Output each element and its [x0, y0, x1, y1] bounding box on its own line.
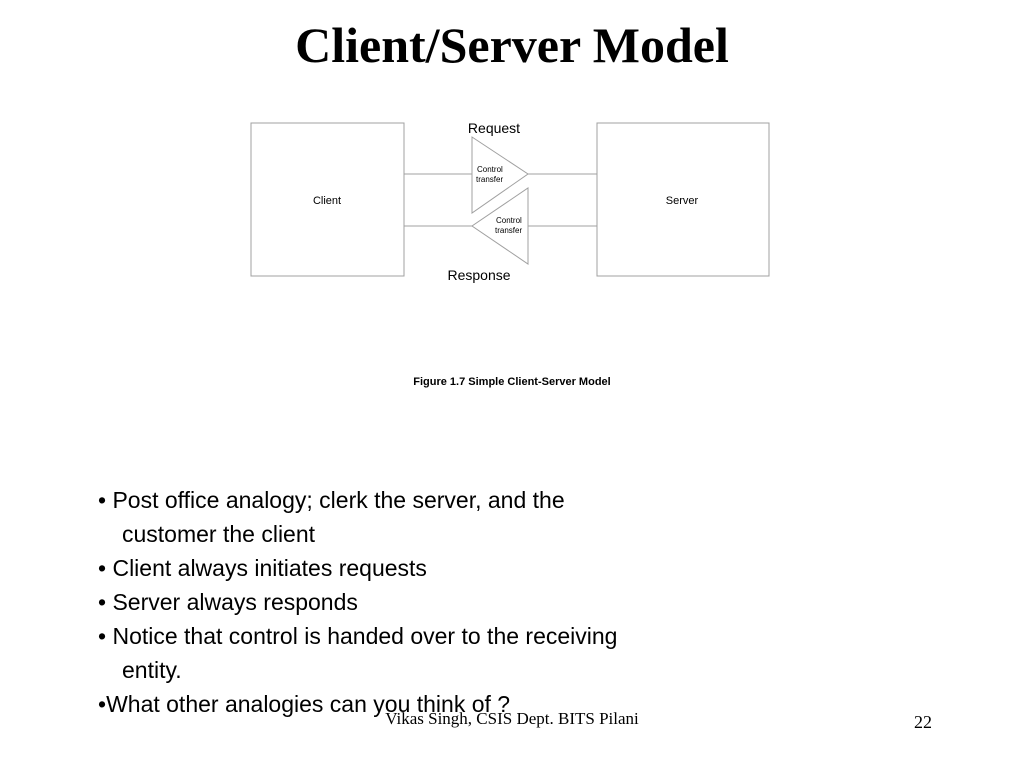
bullet-text-continuation: customer the client [122, 521, 316, 547]
server-label: Server [666, 195, 699, 207]
bullet-item: •What other analogies can you think of ? [98, 687, 798, 721]
bullet-marker: • [98, 555, 107, 581]
client-box [250, 122, 405, 277]
request-triangle [471, 136, 529, 214]
bullet-marker: • [98, 487, 107, 513]
response-control-text-2: transfer [495, 226, 522, 235]
bullet-marker: • [98, 623, 107, 649]
bullet-text-line: Client always initiates requests [112, 555, 427, 581]
request-control-text-2: transfer [476, 175, 503, 184]
slide-title: Client/Server Model [295, 17, 729, 73]
response-triangle [471, 187, 529, 265]
response-label: Response [447, 267, 510, 283]
bullet-text-line: What other analogies can you think of ? [106, 691, 511, 717]
bullet-marker: • [98, 589, 107, 615]
figure-caption: Figure 1.7 Simple Client-Server Model [413, 376, 611, 388]
bullet-text-line: Post office analogy; clerk the server, a… [112, 487, 565, 513]
bullet-item: • Client always initiates requests [98, 551, 798, 585]
response-control-text-1: Control [496, 216, 522, 225]
bullet-text-line: Server always responds [112, 589, 358, 615]
footer-author: Vikas Singh, CSIS Dept. BITS Pilani [385, 709, 639, 728]
bullet-item: • Post office analogy; clerk the server,… [98, 483, 798, 551]
client-label: Client [313, 195, 341, 207]
bullet-item: • Notice that control is handed over to … [98, 619, 798, 687]
client-server-diagram: Client Server Control transfer Control t… [250, 120, 770, 283]
bullet-item: • Server always responds [98, 585, 798, 619]
server-box [596, 122, 770, 277]
bullet-marker: • [98, 691, 107, 717]
bullet-text-continuation: entity. [122, 657, 182, 683]
request-label: Request [468, 120, 520, 136]
request-control-text-1: Control [477, 165, 503, 174]
page-number: 22 [914, 712, 932, 732]
bullet-text-line: Notice that control is handed over to th… [112, 623, 618, 649]
bullet-list: • Post office analogy; clerk the server,… [98, 483, 798, 721]
